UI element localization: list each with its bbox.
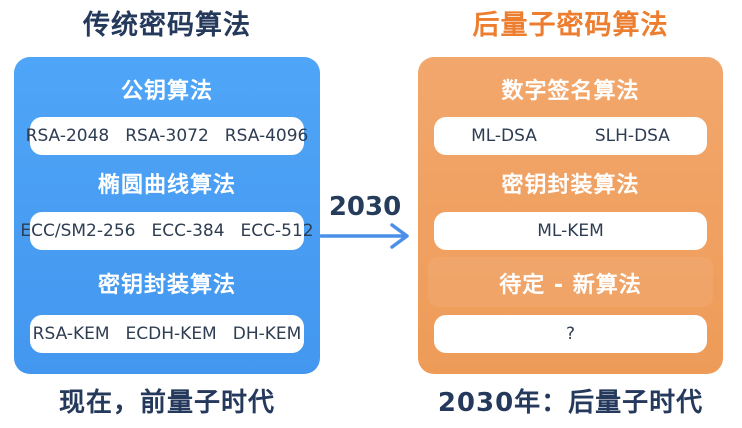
algorithm-label: ECDH-KEM: [125, 324, 217, 344]
section-header-digital-signature: 数字签名算法: [501, 79, 640, 104]
algorithm-label: ML-KEM: [537, 221, 604, 241]
algorithm-label: ML-DSA: [471, 126, 537, 146]
algorithm-label: RSA-3072: [125, 126, 209, 146]
right-arrow-icon: [320, 223, 409, 249]
transition-year-label: 2030: [328, 192, 402, 222]
right-era-caption: 2030年：后量子时代: [437, 388, 704, 418]
panel-highlight-band: [428, 257, 713, 307]
traditional-algorithms-panel: 公钥算法 RSA-2048 RSA-3072 RSA-4096 椭圆曲线算法 E…: [14, 57, 320, 374]
algorithm-label: ECC/SM2-256: [20, 221, 136, 241]
pill-public-key-algorithms: RSA-2048 RSA-3072 RSA-4096: [26, 117, 308, 155]
algorithm-label: RSA-KEM: [32, 324, 110, 344]
section-header-tbd-new-algorithms: 待定 - 新算法: [499, 273, 642, 298]
algorithm-label: SLH-DSA: [594, 126, 670, 146]
pill-elliptic-curve-algorithms: ECC/SM2-256 ECC-384 ECC-512: [20, 212, 314, 250]
algorithm-label: DH-KEM: [232, 324, 302, 344]
section-header-elliptic-curve: 椭圆曲线算法: [97, 173, 236, 198]
left-era-caption: 现在，前量子时代: [58, 388, 275, 418]
algorithm-label: RSA-4096: [224, 126, 309, 146]
pill-key-encapsulation-algorithms-left: RSA-KEM ECDH-KEM DH-KEM: [30, 315, 304, 353]
section-header-public-key: 公钥算法: [120, 79, 213, 104]
algorithm-label: ECC-384: [151, 221, 225, 241]
pill-digital-signature-algorithms: ML-DSA SLH-DSA: [434, 117, 707, 155]
section-header-key-encapsulation-right: 密钥封装算法: [501, 173, 640, 198]
section-header-key-encapsulation-left: 密钥封装算法: [97, 273, 236, 298]
post-quantum-algorithms-panel: 数字签名算法 ML-DSA SLH-DSA 密钥封装算法 ML-KEM 待定 -…: [418, 57, 723, 374]
algorithm-label: ?: [565, 324, 576, 344]
pill-tbd-algorithms: ?: [434, 315, 707, 353]
right-column-title: 后量子密码算法: [472, 10, 669, 41]
algorithm-label: RSA-2048: [25, 126, 110, 146]
algorithm-label: ECC-512: [240, 221, 314, 241]
left-column-title: 传统密码算法: [83, 10, 251, 41]
pill-key-encapsulation-algorithms-right: ML-KEM: [434, 212, 707, 250]
